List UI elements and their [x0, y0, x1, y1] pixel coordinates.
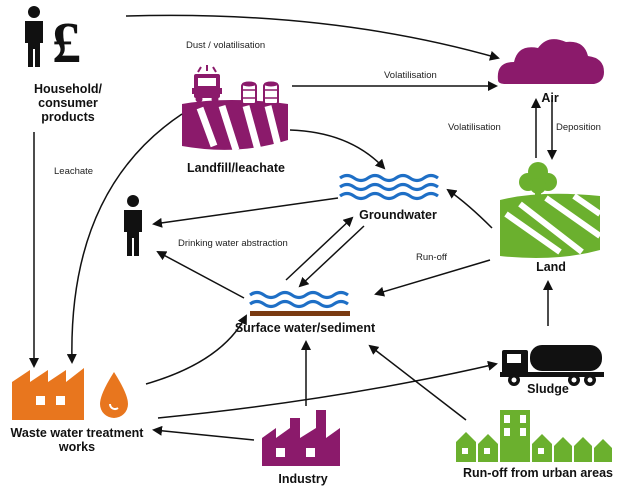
node-wwtw: Waste water treatment works — [10, 426, 144, 454]
arrow-landfill-to-groundwater — [289, 129, 386, 170]
node-landfill: Landfill/leachate — [187, 161, 285, 175]
tanker-truck-icon — [500, 345, 604, 386]
arrow-landfill-to-wwtw — [66, 113, 183, 364]
edge-label-deposition: Deposition — [556, 122, 601, 133]
industry-factory-icon — [262, 410, 340, 466]
node-groundwater: Groundwater — [359, 208, 437, 222]
person-icon — [124, 195, 142, 256]
node-air: Air — [541, 91, 559, 105]
pound-icon: £ — [52, 10, 81, 75]
person-icon — [25, 6, 43, 67]
arrow-wwtw-to-sludge — [157, 360, 498, 419]
groundwater-waves-icon — [339, 173, 439, 201]
arrow-groundwater-to-surface — [298, 225, 365, 288]
arrow-surface-to-person — [156, 251, 245, 299]
node-urban-runoff: Run-off from urban areas — [462, 466, 613, 480]
arrow-industry-to-wwtw — [152, 425, 255, 441]
edge-label-dust: Dust / volatilisation — [186, 40, 266, 51]
arrow-household-to-air — [125, 14, 500, 61]
cloud-icon — [497, 39, 604, 84]
surface-water-icon — [249, 290, 350, 316]
factory-drop-icon — [12, 368, 128, 420]
edge-label-runoff: Run-off — [416, 252, 447, 263]
edge-label-leachate: Leachate — [54, 166, 94, 177]
arrow-urban-to-surface — [368, 344, 467, 421]
node-land: Land — [536, 260, 566, 274]
node-household: Household/ consumer products — [33, 82, 103, 124]
arrow-surface-to-groundwater — [285, 216, 354, 281]
arrow-land-to-surface — [374, 259, 491, 297]
edge-label-volatilisation-landfill: Volatilisation — [384, 70, 437, 81]
landfill-icon — [182, 65, 288, 152]
arrow-groundwater-to-person — [152, 197, 339, 228]
edge-label-volatilisation-land: Volatilisation — [448, 122, 501, 133]
node-surface-water: Surface water/sediment — [234, 321, 376, 335]
node-industry: Industry — [278, 472, 328, 486]
land-icon — [500, 162, 602, 258]
urban-buildings-icon — [456, 410, 612, 462]
arrow-land-to-groundwater — [446, 188, 493, 229]
node-sludge: Sludge — [527, 382, 569, 396]
edge-label-drinking-water: Drinking water abstraction — [178, 238, 288, 249]
arrow-wwtw-to-surface — [145, 314, 247, 385]
